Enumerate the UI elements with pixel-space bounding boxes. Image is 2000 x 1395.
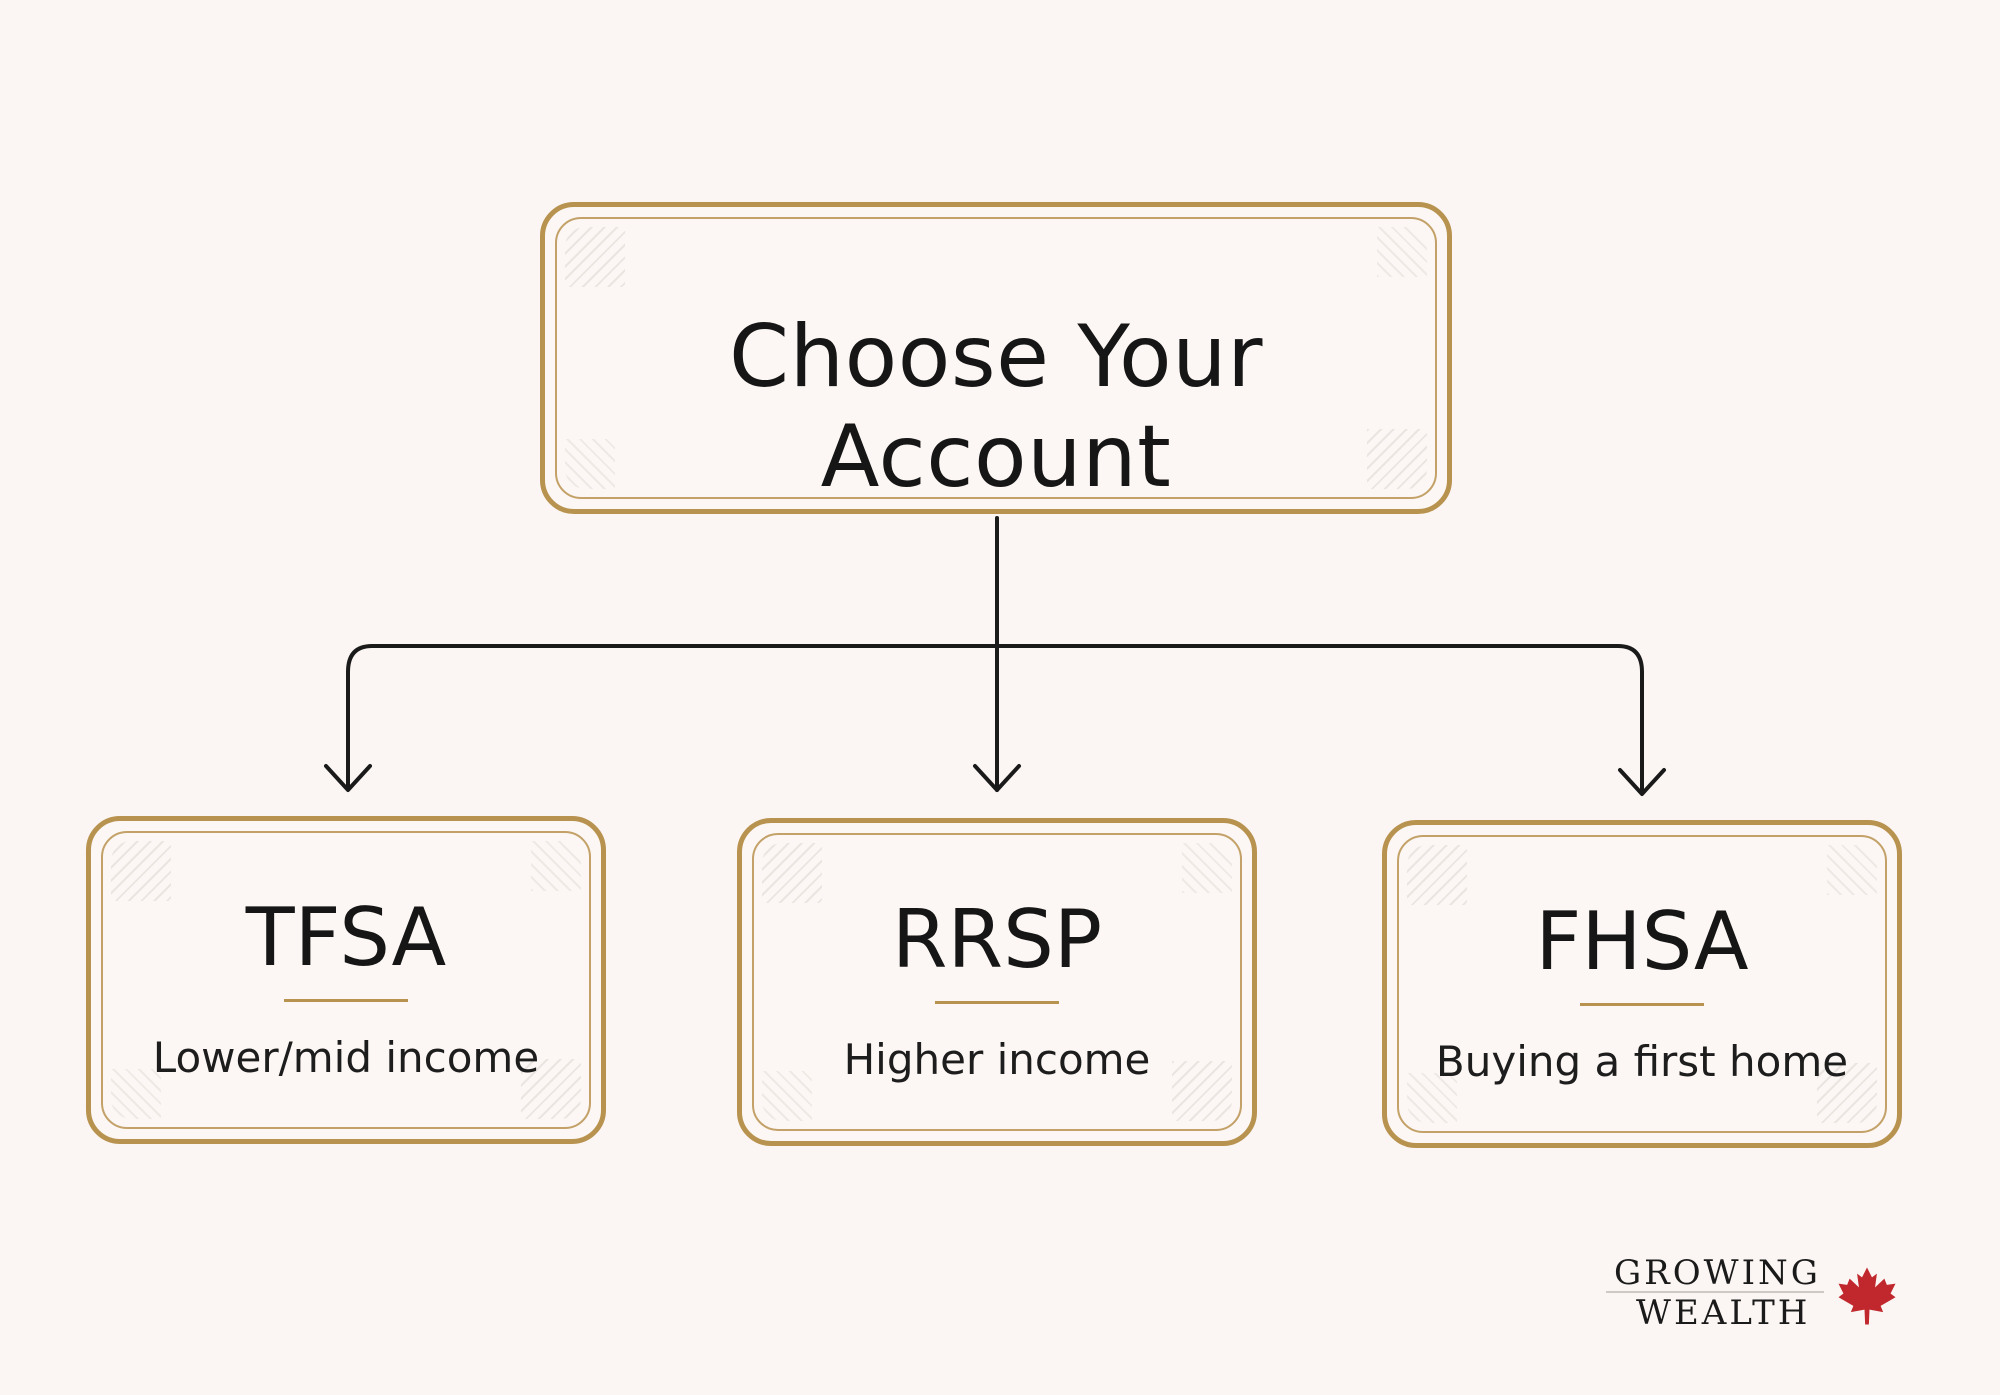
branch-connector-left bbox=[346, 644, 999, 790]
root-node: Choose Your Account bbox=[540, 202, 1452, 514]
brand-logo: GROWING WEALTH bbox=[1606, 1249, 1906, 1339]
account-title: RRSP bbox=[891, 893, 1103, 986]
logo-divider bbox=[1606, 1291, 1824, 1293]
account-divider bbox=[284, 999, 408, 1002]
account-node-tfsa: TFSA Lower/mid income bbox=[86, 816, 606, 1144]
root-title: Choose Your Account bbox=[729, 307, 1263, 507]
arrowhead-rrsp bbox=[973, 764, 1021, 792]
maple-leaf-icon bbox=[1838, 1267, 1896, 1325]
logo-text-line1: GROWING bbox=[1614, 1253, 1821, 1293]
arrowhead-tfsa bbox=[324, 764, 372, 792]
account-description: Buying a first home bbox=[1435, 1037, 1849, 1086]
account-node-rrsp: RRSP Higher income bbox=[737, 818, 1257, 1146]
account-description: Higher income bbox=[843, 1035, 1151, 1084]
account-divider bbox=[1580, 1003, 1704, 1006]
account-node-fhsa: FHSA Buying a first home bbox=[1382, 820, 1902, 1148]
logo-text-line2: WEALTH bbox=[1636, 1293, 1811, 1333]
branch-connector-right bbox=[995, 644, 1644, 794]
account-title: FHSA bbox=[1535, 895, 1749, 988]
account-title: TFSA bbox=[245, 891, 447, 984]
arrowhead-fhsa bbox=[1618, 768, 1666, 796]
account-description: Lower/mid income bbox=[152, 1033, 540, 1082]
account-divider bbox=[935, 1001, 1059, 1004]
